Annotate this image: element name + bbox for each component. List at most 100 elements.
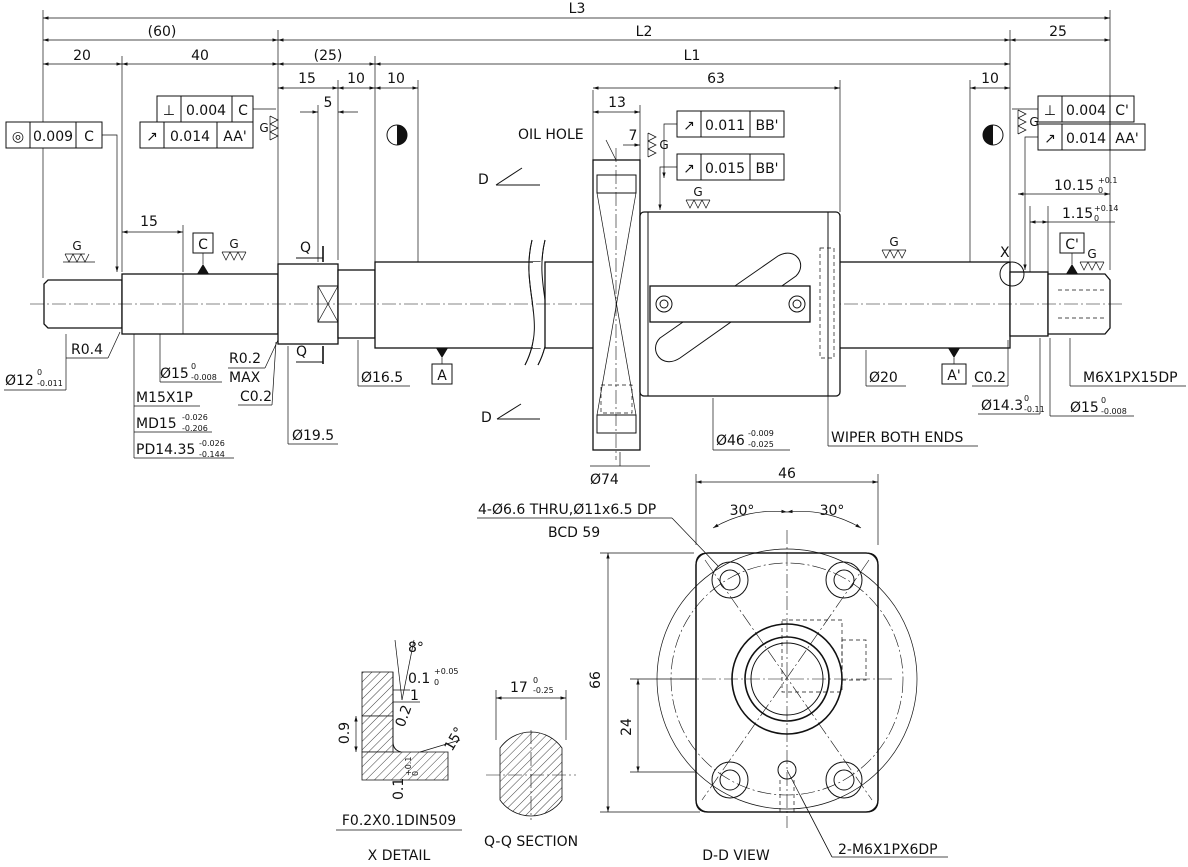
svg-text:0.009: 0.009 <box>33 129 73 145</box>
dim-7: 7 <box>629 128 638 144</box>
svg-text:C: C <box>198 237 208 253</box>
dim-10b: 10 <box>387 71 405 87</box>
svg-text:BCD 59: BCD 59 <box>548 525 600 541</box>
svg-text:0: 0 <box>37 368 42 377</box>
svg-text:0: 0 <box>1094 214 1099 223</box>
dim-10a: 10 <box>347 71 365 87</box>
svg-text:AA': AA' <box>1115 131 1138 147</box>
svg-text:+0.05: +0.05 <box>434 667 459 676</box>
svg-text:⊥: ⊥ <box>1044 103 1056 119</box>
svg-text:↗: ↗ <box>146 129 158 145</box>
svg-text:0.014: 0.014 <box>170 129 210 145</box>
svg-text:24: 24 <box>619 718 635 736</box>
svg-text:+0.14: +0.14 <box>1094 204 1119 213</box>
svg-text:Q: Q <box>296 344 307 360</box>
fcf-runout-nut-2: ↗ 0.015 BB' <box>658 153 785 210</box>
svg-text:Ø15: Ø15 <box>1070 400 1099 416</box>
svg-text:46: 46 <box>778 466 796 482</box>
ball-screw-shaft <box>30 239 1125 366</box>
svg-text:0.004: 0.004 <box>186 103 226 119</box>
callouts-mid-left: R0.2 MAX C0.2 Ø19.5 Ø16.5 <box>228 339 410 445</box>
svg-text:-0.011: -0.011 <box>37 379 63 388</box>
svg-text:0.1: 0.1 <box>391 778 407 800</box>
svg-text:PD14.35: PD14.35 <box>136 442 195 458</box>
dim-5: 5 <box>324 95 333 111</box>
svg-text:Ø14.3: Ø14.3 <box>981 398 1023 414</box>
svg-text:M15X1P: M15X1P <box>136 390 193 406</box>
svg-text:0: 0 <box>434 678 439 687</box>
callouts-left: Ø12 0 -0.011 R0.4 Ø15 0 -0.008 M15X1P MD… <box>4 331 234 459</box>
top-dimensions: L3 (60) L2 25 20 40 (25) L1 15 10 10 63 … <box>42 1 1111 300</box>
svg-text:-0.25: -0.25 <box>533 686 554 695</box>
callouts-nut: Ø74 Ø46 -0.009 -0.025 WIPER BOTH ENDS <box>590 396 978 488</box>
svg-text:Ø20: Ø20 <box>869 370 898 386</box>
svg-text:0: 0 <box>1101 396 1106 405</box>
svg-text:Ø46: Ø46 <box>716 433 745 449</box>
ball-nut <box>592 148 841 460</box>
fcf-concentricity: ◎ 0.009 C <box>5 121 119 272</box>
svg-text:0.011: 0.011 <box>705 118 745 134</box>
svg-text:↗: ↗ <box>683 161 695 177</box>
svg-text:0.2: 0.2 <box>393 703 416 729</box>
oil-hole-label: OIL HOLE <box>518 127 584 143</box>
svg-text:0.1: 0.1 <box>408 671 430 687</box>
qq-section-title: Q-Q SECTION <box>484 834 578 850</box>
svg-text:1.15: 1.15 <box>1062 206 1093 222</box>
svg-text:MAX: MAX <box>229 370 261 386</box>
svg-text:1: 1 <box>410 688 419 704</box>
finish-g-5: G <box>1087 247 1096 261</box>
svg-text:Q: Q <box>300 240 311 256</box>
svg-text:0: 0 <box>1024 394 1029 403</box>
dim-10c: 10 <box>981 71 999 87</box>
callouts-right: Ø20 C0.2 Ø14.3 0 -0.11 Ø15 0 -0.008 M6X1… <box>865 338 1186 417</box>
svg-text:A: A <box>437 368 447 384</box>
svg-text:⊥: ⊥ <box>163 103 175 119</box>
svg-text:-0.025: -0.025 <box>748 440 774 449</box>
svg-text:-0.206: -0.206 <box>182 424 208 433</box>
svg-text:0: 0 <box>411 771 420 776</box>
svg-text:◎: ◎ <box>12 129 24 145</box>
svg-text:R0.4: R0.4 <box>71 342 103 358</box>
svg-text:2-M6X1PX6DP: 2-M6X1PX6DP <box>838 842 938 858</box>
svg-text:MD15: MD15 <box>136 416 177 432</box>
datum-a: A <box>431 348 453 385</box>
svg-text:0: 0 <box>1098 186 1103 195</box>
dim-l3: L3 <box>569 1 586 17</box>
svg-text:Ø19.5: Ø19.5 <box>292 428 334 444</box>
svg-text:D: D <box>481 410 492 426</box>
finish-g-3: G <box>693 185 702 199</box>
svg-text:C': C' <box>1115 103 1129 119</box>
fcf-runout-left: ↗ 0.014 AA' <box>139 121 254 149</box>
svg-text:BB': BB' <box>755 118 778 134</box>
svg-text:-0.008: -0.008 <box>191 373 217 382</box>
finish-g-6: G <box>259 121 268 135</box>
svg-text:Ø16.5: Ø16.5 <box>361 370 403 386</box>
svg-text:Ø74: Ø74 <box>590 472 619 488</box>
dim-15a: 15 <box>298 71 316 87</box>
dim-63: 63 <box>707 71 725 87</box>
svg-text:-0.026: -0.026 <box>182 413 208 422</box>
svg-text:-0.144: -0.144 <box>199 450 225 459</box>
svg-text:17: 17 <box>510 680 528 696</box>
svg-text:30°: 30° <box>730 503 755 519</box>
half-circle-symbol-left <box>386 124 408 146</box>
svg-text:-0.009: -0.009 <box>748 429 774 438</box>
dd-view-title: D-D VIEW <box>702 848 770 864</box>
section-d-marks: D D <box>478 167 540 426</box>
svg-text:↗: ↗ <box>1044 131 1056 147</box>
right-small-dims: 10.15 +0.1 0 1.15 +0.14 0 X <box>999 176 1119 287</box>
section-q-marks: Q Q <box>296 240 324 364</box>
svg-text:C: C <box>238 103 248 119</box>
half-circle-symbol-right <box>982 124 1004 146</box>
svg-text:↗: ↗ <box>683 118 695 134</box>
svg-text:0: 0 <box>533 676 538 685</box>
svg-text:+0.1: +0.1 <box>1098 176 1117 185</box>
dim-25: 25 <box>1049 24 1067 40</box>
qq-section: 17 0 -0.25 Q-Q SECTION <box>484 676 578 850</box>
svg-text:-0.026: -0.026 <box>199 439 225 448</box>
svg-text:AA': AA' <box>223 129 246 145</box>
dim-13: 13 <box>608 95 626 111</box>
svg-text:WIPER BOTH ENDS: WIPER BOTH ENDS <box>831 430 963 446</box>
fcf-runout-nut-1: ↗ 0.011 BB' <box>662 110 785 178</box>
